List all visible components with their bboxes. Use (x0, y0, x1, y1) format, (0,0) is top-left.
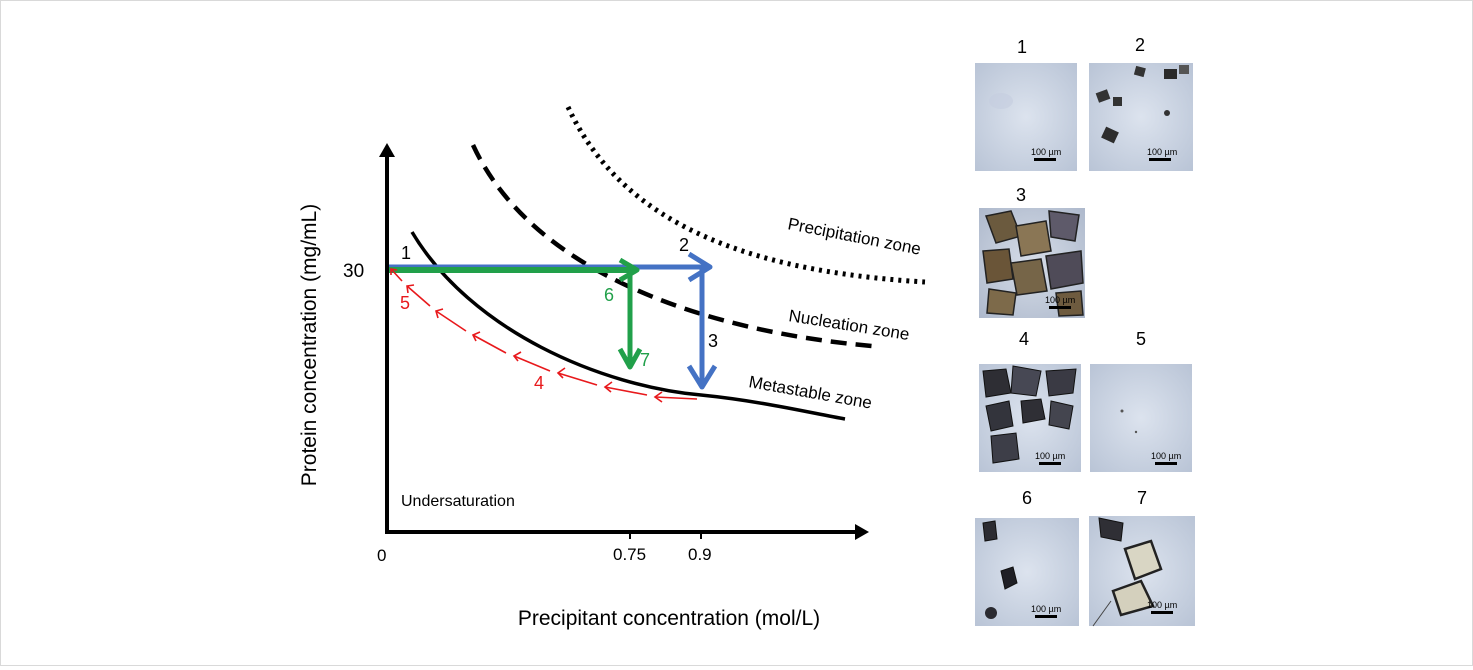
micrograph-7: 7 100 µm (1089, 488, 1195, 627)
micrograph-2: 2 100 µm (1089, 35, 1193, 171)
precipitation-zone-label: Precipitation zone (786, 214, 922, 258)
y-tick-label-30: 30 (343, 261, 364, 282)
path-label-1: 1 (401, 243, 411, 263)
micrograph-label-1: 1 (1017, 37, 1027, 57)
micrograph-scale-5: 100 µm (1151, 451, 1181, 461)
micrograph-scale-3: 100 µm (1045, 295, 1075, 305)
micrograph-scale-1: 100 µm (1031, 147, 1061, 157)
micrograph-label-4: 4 (1019, 329, 1029, 349)
red-path (390, 268, 698, 403)
precipitation-curve (565, 105, 926, 285)
micrograph-label-5: 5 (1136, 329, 1146, 349)
undersaturation-label: Undersaturation (401, 493, 515, 510)
green-path (389, 257, 643, 370)
path-label-7: 7 (640, 350, 650, 370)
micrograph-3: 3 100 µm (979, 185, 1085, 318)
micrograph-scale-6: 100 µm (1031, 604, 1061, 614)
x-axis-label: Precipitant concentration (mol/L) (518, 607, 820, 630)
path-label-3: 3 (708, 331, 718, 351)
axes (379, 143, 869, 540)
y-axis-arrowhead (379, 143, 395, 157)
micrograph-label-6: 6 (1022, 488, 1032, 508)
micrograph-4: 4 100 µm (979, 329, 1081, 472)
solubility-curve (410, 231, 846, 421)
x-tick-label-075: 0.75 (613, 545, 646, 564)
micrograph-1: 1 100 µm (975, 37, 1077, 171)
micrograph-6: 6 100 µm (975, 488, 1079, 626)
nucleation-curve (470, 144, 873, 349)
micrograph-label-3: 3 (1016, 185, 1026, 205)
micrograph-label-2: 2 (1135, 35, 1145, 55)
micrograph-scale-2: 100 µm (1147, 147, 1177, 157)
path-label-4: 4 (534, 373, 544, 393)
micrograph-scale-7: 100 µm (1147, 600, 1177, 610)
metastable-zone-label: Metastable zone (747, 372, 873, 412)
micrograph-scale-4: 100 µm (1035, 451, 1065, 461)
path-label-2: 2 (679, 235, 689, 255)
x-tick-label-09: 0.9 (688, 545, 712, 564)
path-label-6: 6 (604, 285, 614, 305)
y-axis-label: Protein concentration (mg/mL) (298, 204, 321, 486)
x-tick-label-0: 0 (377, 546, 386, 565)
blue-path (389, 251, 718, 390)
micrograph-label-7: 7 (1137, 488, 1147, 508)
path-label-5: 5 (400, 293, 410, 313)
nucleation-zone-label: Nucleation zone (787, 306, 910, 344)
micrograph-5: 5 100 µm (1090, 329, 1192, 472)
x-axis-arrowhead (855, 524, 869, 540)
